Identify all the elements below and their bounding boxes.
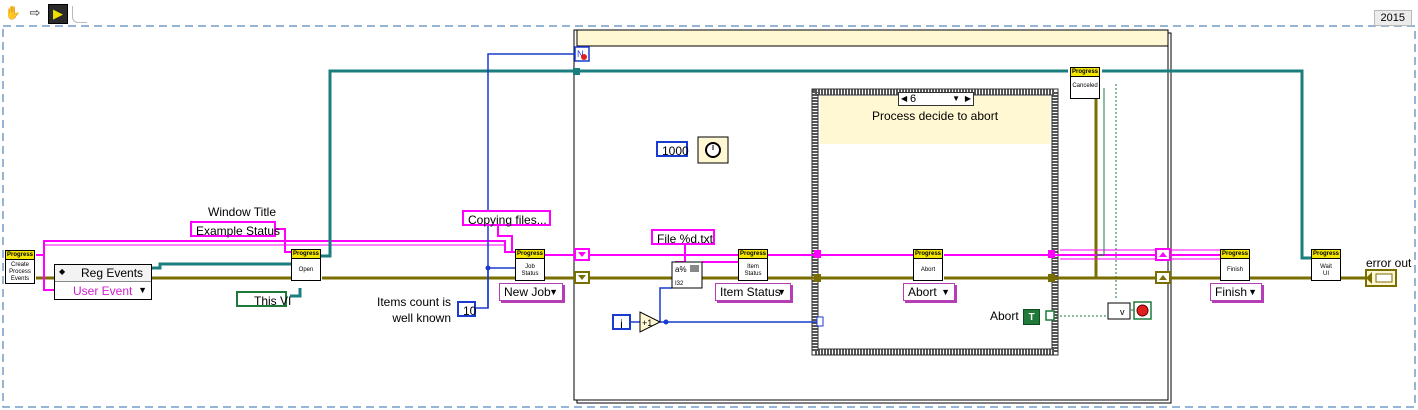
loop-index-terminal[interactable]: i (612, 314, 631, 331)
case-comment: Process decide to abort (871, 109, 999, 123)
items-count-constant[interactable]: 10 (457, 301, 476, 318)
toolbar: ✋ ⇨ ▶ (4, 4, 87, 24)
decrement-icon[interactable]: ◀ (901, 94, 908, 103)
stop-terminal[interactable] (1133, 301, 1152, 320)
finish-ring[interactable]: Finish▼ (1210, 283, 1262, 301)
copying-files-constant[interactable]: Copying files... (462, 210, 551, 227)
reference-wire (152, 69, 1312, 298)
item-status-ring[interactable]: Item Status▼ (715, 283, 791, 301)
abort-true-constant[interactable]: T (1023, 309, 1040, 325)
increment-node[interactable]: +1 (639, 311, 662, 333)
reg-events-icon: ◆ (59, 267, 66, 276)
case-selector[interactable]: ◀ 6 ▼ ▶ (898, 92, 974, 106)
open-subvi[interactable]: Progress Open (291, 249, 321, 281)
diagram-frame (2, 25, 1416, 408)
this-vi-constant[interactable]: This VI (236, 291, 291, 308)
wait-ms-constant[interactable]: 1000 (656, 141, 689, 158)
window-title-label: Window Title (208, 205, 277, 219)
dropdown-icon[interactable]: ▼ (952, 94, 960, 103)
chevron-down-icon: ▼ (941, 287, 950, 297)
new-job-ring[interactable]: New Job▼ (499, 283, 563, 301)
error-out-indicator[interactable] (1365, 269, 1397, 287)
cancelled-subvi[interactable]: Progress Canceled (1070, 67, 1100, 99)
reg-events-label: Reg Events (55, 265, 151, 282)
abort-ring[interactable]: Abort▼ (903, 283, 955, 301)
chevron-down-icon[interactable]: ▼ (138, 285, 147, 295)
svg-text:+1: +1 (642, 318, 652, 328)
run-icon[interactable]: ▶ (48, 4, 68, 24)
boolean-wire (1056, 84, 1117, 317)
svg-text:N: N (577, 49, 584, 59)
finish-subvi[interactable]: Progress Finish (1220, 249, 1250, 281)
error-out-label: error out (1366, 256, 1412, 270)
increment-icon[interactable]: ▶ (964, 94, 971, 103)
abort-label: Abort (990, 309, 1019, 323)
wait-ms-node[interactable] (697, 136, 729, 164)
abort-subvi[interactable]: Progress Abort (913, 249, 943, 281)
chevron-down-icon: ▼ (777, 287, 786, 297)
shift-register-right (1155, 248, 1171, 284)
user-event-item[interactable]: User Event (73, 284, 133, 298)
version-label: 2015 (1373, 10, 1412, 26)
svg-text:v: v (1120, 307, 1125, 317)
items-count-label: Items count is well known (377, 295, 452, 325)
hand-icon[interactable]: ✋ (4, 5, 22, 20)
file-format-constant[interactable]: File %d.txt (651, 229, 715, 246)
chevron-down-icon: ▼ (549, 287, 558, 297)
shift-register-left (574, 248, 590, 284)
example-status-constant[interactable]: Example Status (190, 221, 280, 238)
svg-text:I32: I32 (675, 281, 684, 287)
chevron-down-icon: ▼ (1248, 287, 1257, 297)
format-into-string-node[interactable]: a% I32 (671, 261, 703, 289)
arrow-icon[interactable]: ⇨ (29, 5, 41, 20)
svg-text:a%: a% (675, 265, 687, 274)
or-function[interactable]: v (1107, 302, 1131, 320)
loop-count-terminal[interactable]: N (574, 46, 590, 62)
register-events-node[interactable]: Reg Events ◆ User Event ▼ (54, 264, 152, 300)
